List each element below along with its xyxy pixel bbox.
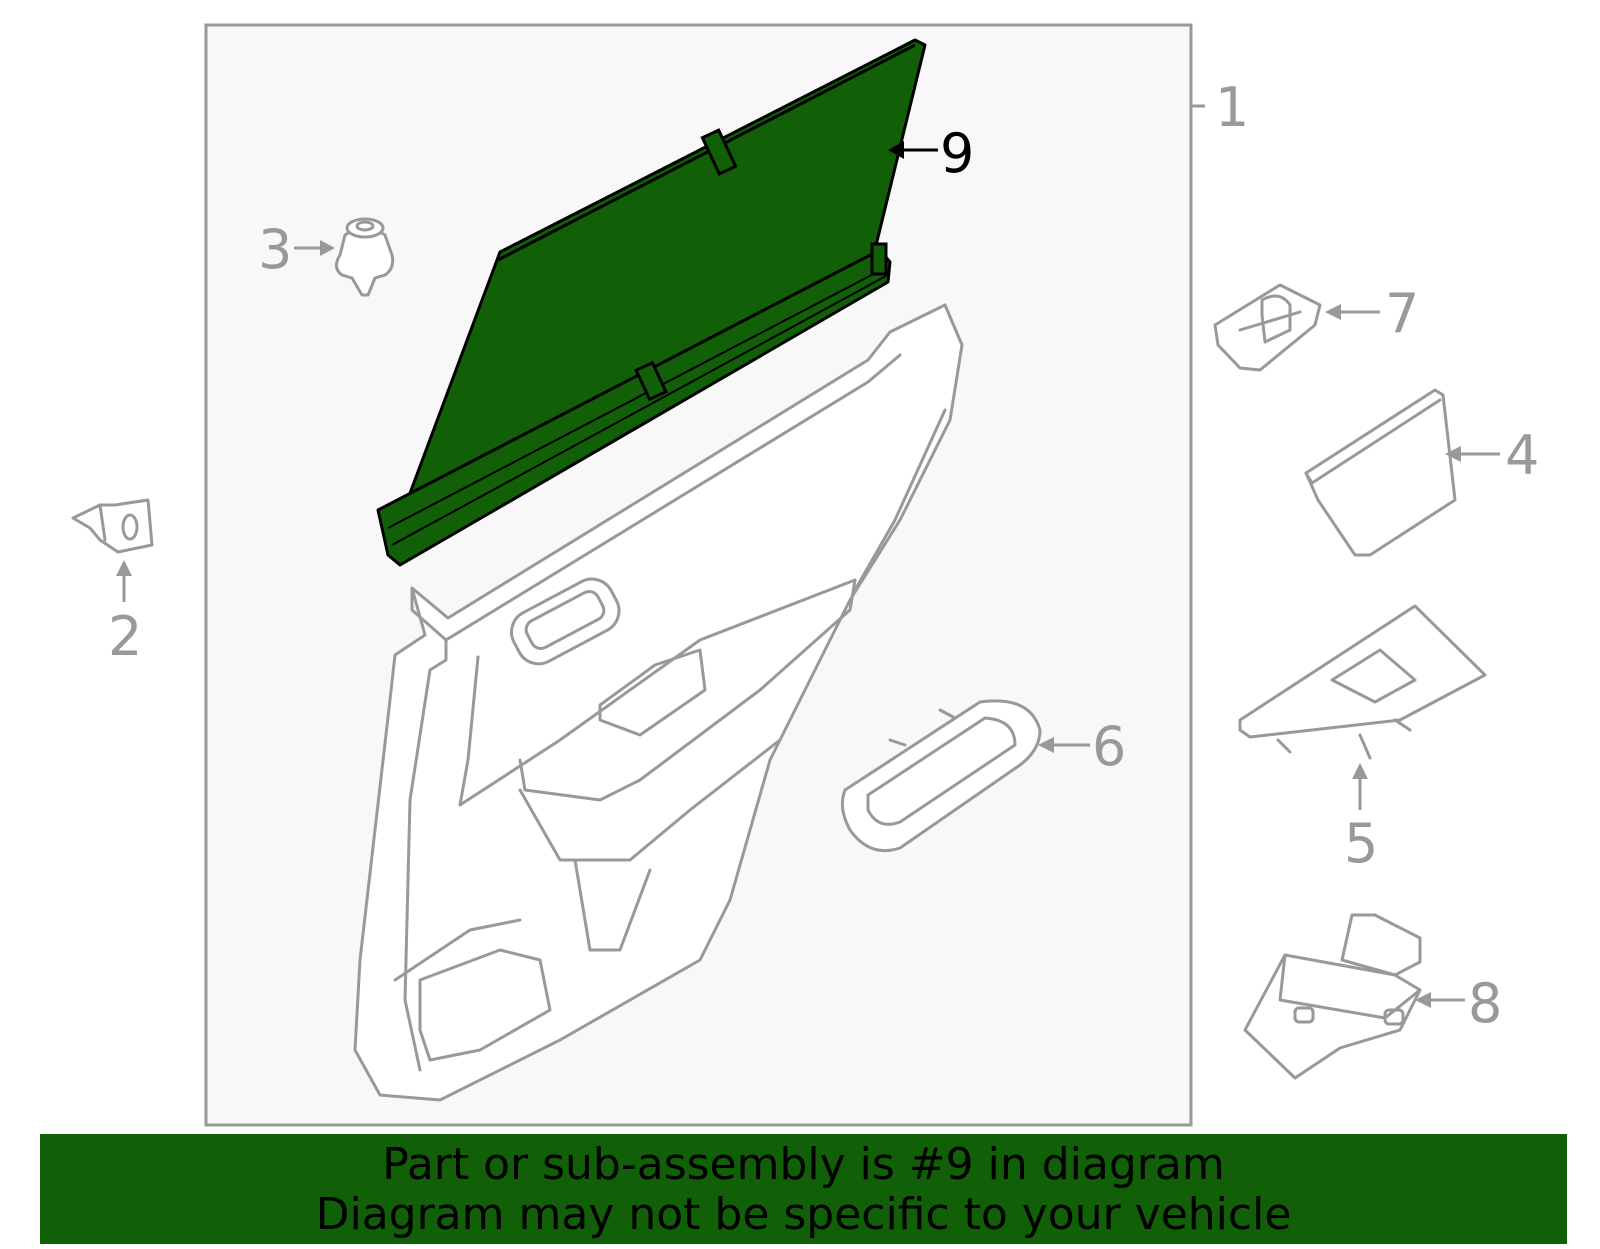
callout-7-arrowhead <box>1325 304 1341 320</box>
callout-3: 3 <box>258 218 292 281</box>
callout-8: 8 <box>1468 972 1502 1035</box>
trim-insert-part-4[interactable] <box>1304 388 1457 557</box>
callout-1: 1 <box>1215 76 1249 139</box>
callout-4: 4 <box>1505 424 1539 487</box>
window-switch-part-8[interactable] <box>1243 913 1422 1080</box>
parts-diagram: 1 2 3 4 5 6 7 8 9 <box>71 23 1539 1127</box>
callout-2: 2 <box>108 605 142 668</box>
callout-9: 9 <box>940 122 974 185</box>
push-clip-part-3[interactable] <box>335 217 395 297</box>
switch-bezel-part-5[interactable] <box>1238 604 1487 760</box>
callout-6-arrowhead <box>1038 737 1054 753</box>
banner-line-2: Diagram may not be specific to your vehi… <box>315 1189 1292 1240</box>
sunshade-part-9[interactable] <box>376 38 927 567</box>
callout-2-arrowhead <box>116 560 132 576</box>
callout-5-arrowhead <box>1352 763 1368 779</box>
door-trim-panel[interactable] <box>353 303 964 1102</box>
pull-handle-part-6[interactable] <box>840 699 1042 853</box>
callout-6: 6 <box>1092 715 1126 778</box>
banner-line-1: Part or sub-assembly is #9 in diagram <box>382 1139 1225 1190</box>
callout-8-arrowhead <box>1415 992 1431 1008</box>
info-banner: Part or sub-assembly is #9 in diagram Di… <box>40 1134 1567 1244</box>
callout-9-arrowhead <box>888 141 904 159</box>
callout-7: 7 <box>1385 282 1419 345</box>
retainer-clip-part-2[interactable] <box>71 498 154 554</box>
lock-cap-part-7[interactable] <box>1213 283 1322 372</box>
callout-4-arrowhead <box>1445 446 1461 462</box>
callout-5: 5 <box>1344 812 1378 875</box>
callout-3-arrowhead <box>320 240 335 256</box>
